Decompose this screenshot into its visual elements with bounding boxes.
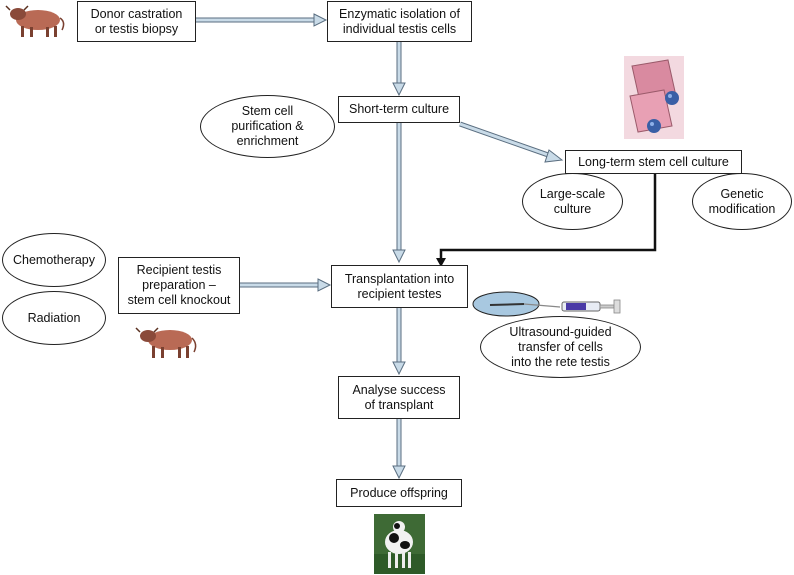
short-culture-box: Short-term culture (338, 96, 460, 123)
bull-icon (5, 5, 65, 37)
large-scale-label: Large-scale culture (539, 186, 606, 216)
genetic-oval: Genetic modification (692, 173, 792, 230)
radiation-label: Radiation (27, 310, 81, 325)
transplantation-box: Transplantation into recipient testes (331, 265, 468, 308)
radiation-oval: Radiation (2, 291, 106, 345)
transplantation-label: Transplantation into recipient testes (344, 271, 455, 301)
donor-box: Donor castration or testis biopsy (77, 1, 196, 42)
analyse-label: Analyse success of transplant (352, 382, 446, 412)
purification-label: Stem cell purification & enrichment (231, 104, 304, 148)
calf-photo-icon (374, 514, 425, 574)
isolation-box: Enzymatic isolation of individual testis… (327, 1, 472, 42)
offspring-box: Produce offspring (336, 479, 462, 507)
long-culture-box: Long-term stem cell culture (565, 150, 742, 174)
chemotherapy-label: Chemotherapy (13, 252, 95, 267)
offspring-label: Produce offspring (350, 485, 448, 500)
arrow-transplantation-to-analyse (392, 308, 406, 376)
ultrasound-syringe-icon (472, 291, 621, 317)
large-scale-oval: Large-scale culture (522, 173, 623, 230)
analyse-box: Analyse success of transplant (338, 376, 460, 419)
ultrasound-label: Ultrasound-guided transfer of cells into… (509, 324, 612, 369)
chemotherapy-oval: Chemotherapy (2, 233, 106, 287)
bull-icon (135, 327, 197, 358)
arrow-analyse-to-offspring (392, 419, 406, 480)
donor-label: Donor castration or testis biopsy (90, 6, 183, 36)
purification-oval: Stem cell purification & enrichment (200, 95, 335, 158)
culture-flask-icon (624, 56, 684, 139)
recipient-prep-label: Recipient testis preparation – stem cell… (127, 263, 231, 307)
arrow-donor-to-isolation (196, 13, 328, 27)
arrow-short-culture-to-transplantation (392, 123, 406, 264)
arrow-recipient-to-transplantation (240, 278, 332, 292)
isolation-label: Enzymatic isolation of individual testis… (339, 6, 460, 36)
ultrasound-oval: Ultrasound-guided transfer of cells into… (480, 316, 641, 378)
arrow-short-culture-to-long-culture (459, 121, 564, 163)
recipient-prep-box: Recipient testis preparation – stem cell… (118, 257, 240, 314)
arrow-long-culture-to-transplantation (436, 173, 657, 267)
genetic-label: Genetic modification (708, 186, 776, 216)
short-culture-label: Short-term culture (348, 102, 450, 116)
long-culture-label: Long-term stem cell culture (578, 154, 729, 169)
arrow-isolation-to-short-culture (392, 42, 406, 97)
